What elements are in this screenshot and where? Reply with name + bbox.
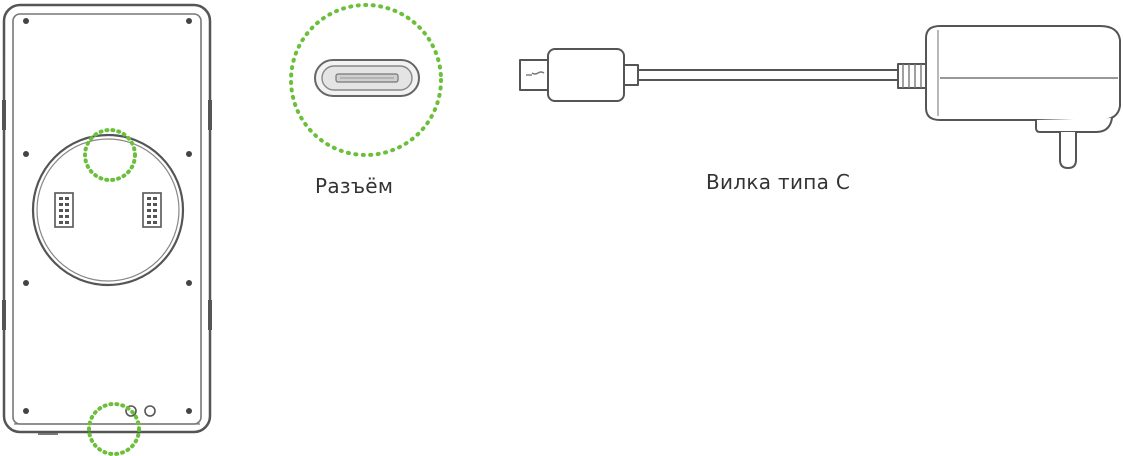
highlight-circle-top bbox=[83, 128, 137, 182]
plug-type-caption: Вилка типа C bbox=[706, 170, 851, 194]
connector-caption: Разъём bbox=[315, 174, 394, 198]
terminal-block-right bbox=[142, 192, 162, 228]
usb-power-adapter-icon bbox=[519, 25, 1121, 169]
device-back-panel-icon bbox=[2, 3, 212, 435]
highlight-circle-bottom bbox=[87, 402, 141, 456]
mounting-ring bbox=[31, 133, 185, 287]
screw-holes bbox=[23, 18, 192, 414]
port-highlight-circle bbox=[289, 3, 443, 157]
usb-c-port-icon bbox=[314, 59, 420, 97]
terminal-block-left bbox=[54, 192, 74, 228]
